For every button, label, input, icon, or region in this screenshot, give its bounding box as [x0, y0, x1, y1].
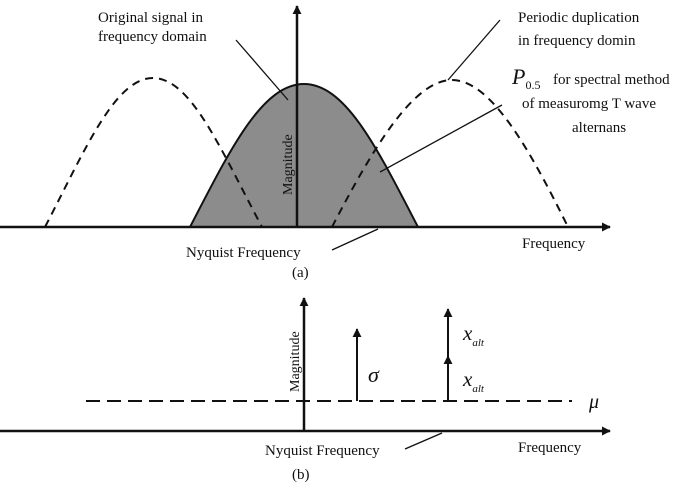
caption-b: (b)	[292, 467, 310, 483]
y-axis-label-b: Magnitude	[288, 331, 303, 392]
x-axis-label-a: Frequency	[522, 236, 586, 252]
y-axis-label-a: Magnitude	[281, 134, 296, 195]
label-p05-line3: alternans	[572, 120, 626, 136]
label-original-line2: frequency domain	[98, 29, 207, 45]
label-original-line1: Original signal in	[98, 10, 203, 26]
x-alt-label-lower: xalt	[462, 367, 485, 395]
mu-label: μ	[588, 391, 599, 413]
original-spectrum-shape	[188, 82, 420, 228]
label-p05-line2: of measuromg T wave	[522, 96, 656, 112]
label-p05-line1: for spectral method	[553, 72, 670, 88]
panel-a: Original signal in frequency domain Peri…	[0, 5, 670, 281]
label-p05-symbol: P0.5	[511, 64, 540, 92]
left-periodic-copy	[44, 76, 263, 228]
sigma-label: σ	[368, 362, 380, 387]
panel-b: Magnitude σ xalt xalt μ Nyquist Frequenc…	[0, 297, 611, 483]
right-periodic-copy	[331, 78, 569, 228]
label-periodic-line1: Periodic duplication	[518, 10, 640, 26]
leader-nyquist-a	[331, 228, 379, 251]
nyquist-label-b: Nyquist Frequency	[265, 443, 380, 459]
caption-a: (a)	[292, 265, 309, 281]
label-periodic-line2: in frequency domin	[518, 33, 636, 49]
leader-periodic	[447, 19, 501, 81]
leader-p05	[379, 104, 503, 173]
x-alt-label-upper: xalt	[462, 321, 485, 349]
leader-original	[235, 39, 289, 101]
nyquist-label-a: Nyquist Frequency	[186, 245, 301, 261]
x-axis-label-b: Frequency	[518, 440, 582, 456]
leader-nyquist-b	[404, 432, 443, 450]
